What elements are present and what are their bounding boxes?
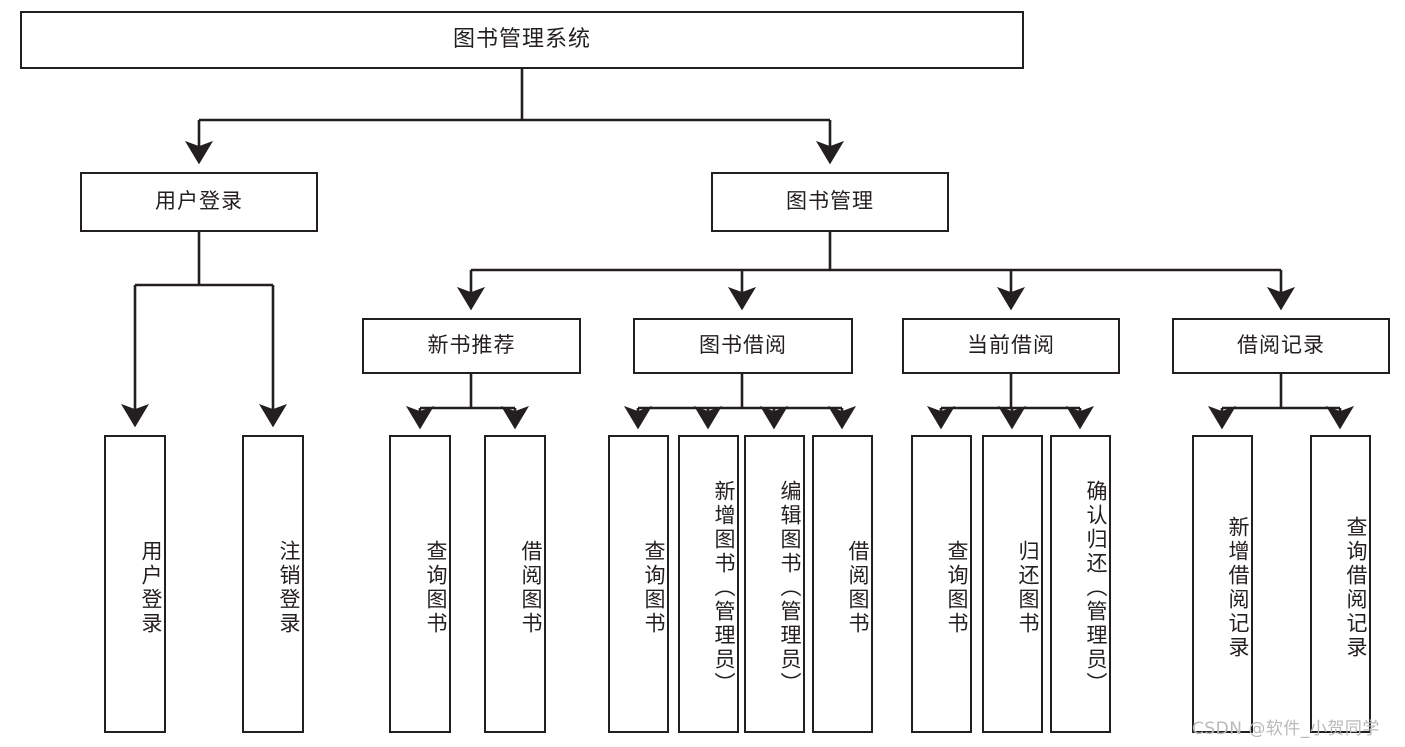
node-root-book-management-system[interactable]: 图书管理系统 [20,11,1024,69]
node-borrow-record[interactable]: 借阅记录 [1172,318,1390,374]
node-leaf-query-book-1[interactable]: 查询图书 [389,435,451,733]
node-leaf-return-book[interactable]: 归还图书 [982,435,1043,733]
node-label: 当前借阅 [967,333,1055,358]
node-label: 编辑图书（管理员） [778,480,802,696]
node-leaf-borrow-book-1[interactable]: 借阅图书 [484,435,546,733]
node-leaf-query-record[interactable]: 查询借阅记录 [1310,435,1371,733]
node-label: 新增图书（管理员） [712,480,736,696]
node-label: 借阅记录 [1237,333,1325,358]
node-label: 用户登录 [139,540,163,636]
node-leaf-logout[interactable]: 注销登录 [242,435,304,733]
node-label: 新书推荐 [427,333,516,358]
node-leaf-borrow-book-2[interactable]: 借阅图书 [812,435,873,733]
node-current-borrow[interactable]: 当前借阅 [902,318,1120,374]
node-new-book-recommend[interactable]: 新书推荐 [362,318,581,374]
node-label: 查询借阅记录 [1344,516,1368,660]
node-user-login[interactable]: 用户登录 [80,172,318,232]
node-label: 图书借阅 [699,333,787,358]
node-label: 用户登录 [155,189,243,214]
node-leaf-add-book[interactable]: 新增图书（管理员） [678,435,739,733]
node-leaf-user-login[interactable]: 用户登录 [104,435,166,733]
node-label: 新增借阅记录 [1226,516,1250,660]
node-leaf-query-book-2[interactable]: 查询图书 [608,435,669,733]
node-leaf-query-book-3[interactable]: 查询图书 [911,435,972,733]
node-leaf-add-record[interactable]: 新增借阅记录 [1192,435,1253,733]
node-leaf-edit-book[interactable]: 编辑图书（管理员） [744,435,805,733]
node-label: 查询图书 [642,540,666,636]
node-label: 查询图书 [424,540,448,636]
node-book-manage[interactable]: 图书管理 [711,172,949,232]
node-label: 确认归还（管理员） [1084,480,1108,696]
node-label: 图书管理 [786,189,874,214]
node-label: 图书管理系统 [452,26,591,52]
node-label: 借阅图书 [519,540,543,636]
node-leaf-confirm-return[interactable]: 确认归还（管理员） [1050,435,1111,733]
node-book-borrow[interactable]: 图书借阅 [633,318,853,374]
node-label: 借阅图书 [846,540,870,636]
node-label: 归还图书 [1016,540,1040,636]
node-label: 查询图书 [945,540,969,636]
node-label: 注销登录 [277,540,301,636]
